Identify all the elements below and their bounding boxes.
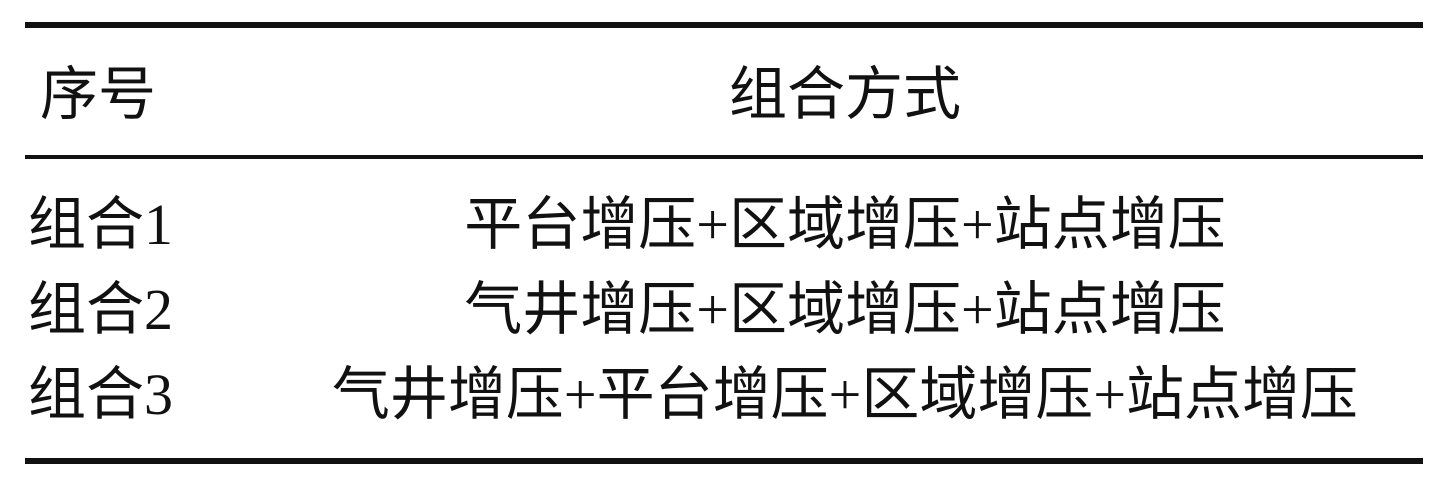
header-combination: 组合方式 xyxy=(728,62,962,127)
row-2-combination: 气井增压+区域增压+站点增压 xyxy=(464,277,1226,342)
row-1-combination: 平台增压+区域增压+站点增压 xyxy=(464,192,1226,257)
top-rule xyxy=(25,22,1423,28)
row-1-index: 组合1 xyxy=(28,192,174,257)
row-2-index: 组合2 xyxy=(28,277,174,342)
row-3-index: 组合3 xyxy=(28,362,174,427)
bottom-rule xyxy=(25,458,1423,464)
header-index: 序号 xyxy=(40,62,157,127)
header-rule xyxy=(25,155,1423,159)
row-3-combination: 气井增压+平台增压+区域增压+站点增压 xyxy=(331,362,1359,427)
